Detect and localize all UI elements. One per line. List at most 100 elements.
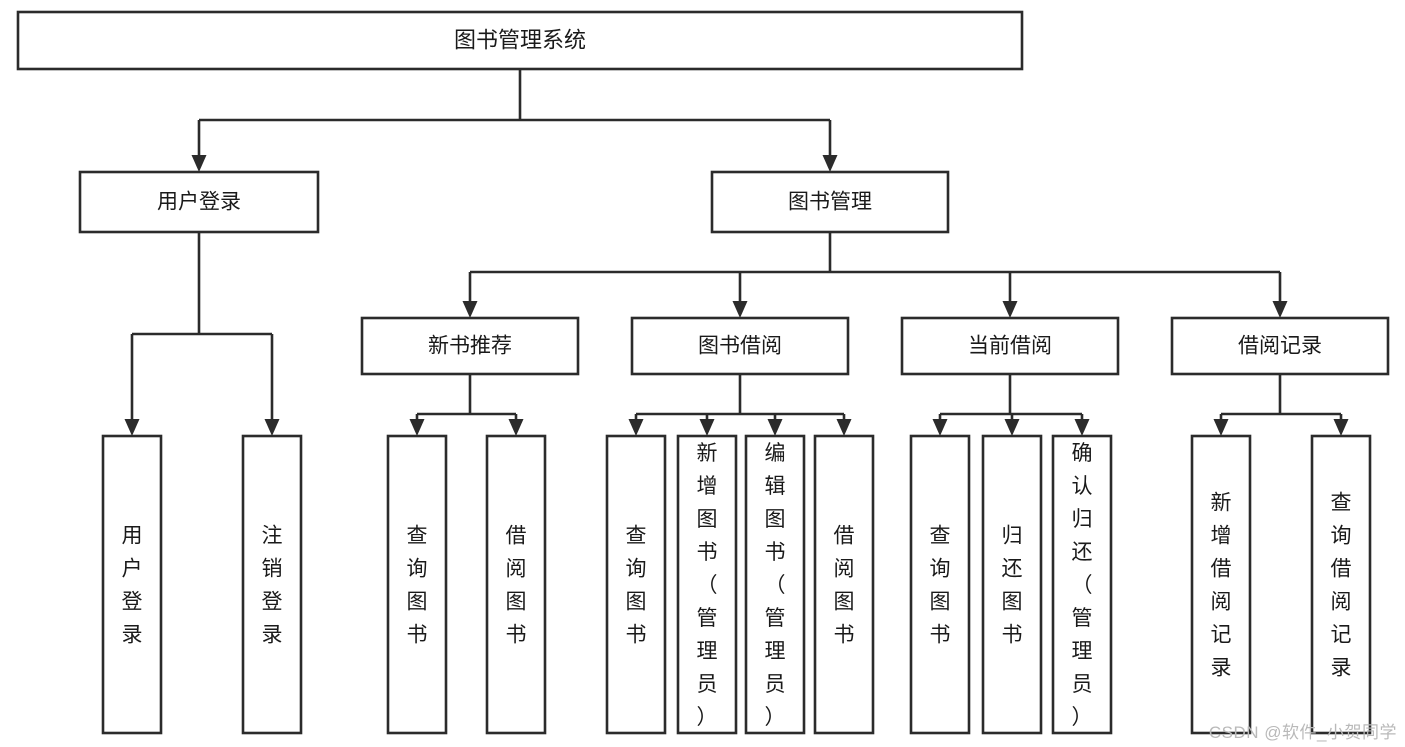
svg-text:书: 书	[834, 624, 855, 647]
arrowhead-icon	[1333, 419, 1349, 436]
svg-text:阅: 阅	[506, 558, 527, 581]
svg-text:员: 员	[1072, 673, 1093, 696]
svg-text:）: ）	[697, 706, 718, 729]
svg-text:阅: 阅	[1331, 591, 1352, 614]
svg-text:借: 借	[1331, 558, 1352, 581]
node-leaf-borrow-book-2[interactable]	[813, 434, 875, 735]
svg-text:理: 理	[1072, 640, 1093, 663]
node-user-login[interactable]	[78, 170, 320, 234]
svg-text:书: 书	[506, 624, 527, 647]
arrowhead-icon	[191, 155, 207, 172]
node-leaf-user-login[interactable]	[101, 434, 163, 735]
node-leaf-query-book-3[interactable]	[909, 434, 971, 735]
node-book-manage[interactable]	[710, 170, 950, 234]
svg-text:员: 员	[765, 673, 786, 696]
node-leaf-query-book-1[interactable]	[386, 434, 448, 735]
node-book-borrow[interactable]	[630, 316, 850, 376]
svg-text:书: 书	[626, 624, 647, 647]
svg-text:（: （	[765, 574, 786, 597]
node-label-user-login: 用户登录	[157, 191, 241, 214]
arrowhead-icon	[822, 155, 838, 172]
node-borrow-record[interactable]	[1170, 316, 1390, 376]
node-leaf-user-logout[interactable]	[241, 434, 303, 735]
svg-text:记: 记	[1211, 624, 1232, 647]
svg-text:记: 记	[1331, 624, 1352, 647]
node-label-current-borrow: 当前借阅	[968, 335, 1052, 358]
svg-text:查: 查	[930, 525, 951, 548]
svg-text:图: 图	[1002, 591, 1023, 614]
arrowhead-icon	[836, 419, 852, 436]
arrowhead-icon	[264, 419, 280, 436]
svg-text:图: 图	[765, 508, 786, 531]
svg-text:管: 管	[1072, 607, 1093, 630]
node-leaf-confirm-return[interactable]	[1051, 434, 1113, 735]
arrowhead-icon	[628, 419, 644, 436]
arrowhead-icon	[124, 419, 140, 436]
node-current-borrow[interactable]	[900, 316, 1120, 376]
arrowhead-icon	[732, 301, 748, 318]
svg-text:询: 询	[626, 558, 647, 581]
node-leaf-add-record[interactable]	[1190, 434, 1252, 735]
svg-text:户: 户	[122, 558, 143, 581]
svg-text:归: 归	[1002, 525, 1023, 548]
svg-text:管: 管	[697, 607, 718, 630]
node-leaf-edit-book[interactable]	[744, 434, 806, 735]
svg-text:询: 询	[407, 558, 428, 581]
svg-text:增: 增	[697, 475, 718, 498]
node-leaf-query-book-2[interactable]	[605, 434, 667, 735]
svg-text:还: 还	[1072, 541, 1093, 564]
svg-text:图: 图	[407, 591, 428, 614]
arrowhead-icon	[1074, 419, 1090, 436]
node-label-new-book-recommend: 新书推荐	[428, 335, 512, 358]
svg-text:用: 用	[122, 525, 143, 548]
svg-text:理: 理	[765, 640, 786, 663]
svg-text:图: 图	[697, 508, 718, 531]
node-root[interactable]	[16, 10, 1024, 71]
svg-text:借: 借	[834, 525, 855, 548]
arrowhead-icon	[1272, 301, 1288, 318]
node-new-book-recommend[interactable]	[360, 316, 580, 376]
arrowhead-icon	[1213, 419, 1229, 436]
svg-text:新: 新	[1211, 492, 1232, 515]
node-leaf-add-book[interactable]	[676, 434, 738, 735]
svg-text:询: 询	[930, 558, 951, 581]
svg-text:）: ）	[1072, 706, 1093, 729]
svg-text:录: 录	[1331, 657, 1352, 680]
svg-text:借: 借	[506, 525, 527, 548]
svg-text:查: 查	[407, 525, 428, 548]
svg-text:图: 图	[930, 591, 951, 614]
svg-text:登: 登	[262, 591, 283, 614]
node-label-root: 图书管理系统	[454, 27, 586, 52]
svg-text:理: 理	[697, 640, 718, 663]
node-leaf-borrow-book-1[interactable]	[485, 434, 547, 735]
node-label-borrow-record: 借阅记录	[1238, 335, 1322, 358]
svg-text:（: （	[1072, 574, 1093, 597]
svg-text:）: ）	[765, 706, 786, 729]
arrowhead-icon	[1004, 419, 1020, 436]
svg-text:注: 注	[262, 525, 283, 548]
svg-text:认: 认	[1072, 475, 1093, 498]
node-leaf-return-book[interactable]	[981, 434, 1043, 735]
svg-text:销: 销	[262, 558, 283, 581]
arrowhead-icon	[409, 419, 425, 436]
svg-text:（: （	[697, 574, 718, 597]
svg-text:书: 书	[765, 541, 786, 564]
svg-text:查: 查	[626, 525, 647, 548]
svg-text:还: 还	[1002, 558, 1023, 581]
svg-text:管: 管	[765, 607, 786, 630]
nodes-layer: 图书管理系统用户登录图书管理新书推荐图书借阅当前借阅借阅记录用户登录注销登录查询…	[16, 10, 1390, 735]
edges-layer	[124, 69, 1349, 436]
node-leaf-query-record[interactable]	[1310, 434, 1372, 735]
